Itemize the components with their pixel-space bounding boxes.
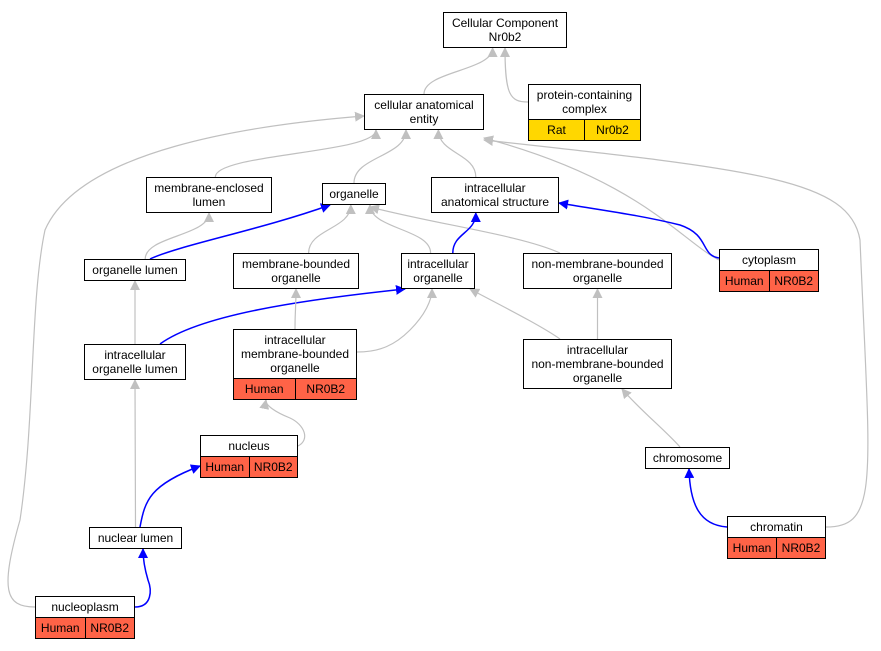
node-label: intracellular anatomical structure [440, 181, 550, 209]
gene-cell: NR0B2 [768, 271, 819, 291]
species-cell: Rat [547, 123, 566, 137]
node-label: nucleus [228, 439, 270, 453]
edge-ol-to-mel [144, 212, 214, 260]
edge-chrt-to-cae [483, 136, 869, 528]
edge-nl-to-nuc [139, 464, 201, 528]
node-nmbo[interactable]: non-membrane-bounded organelle [523, 253, 672, 289]
species-cell: Human [205, 460, 245, 474]
node-label: protein-containing complex [536, 88, 633, 116]
node-label: nuclear lumen [97, 531, 174, 545]
node-mbo[interactable]: membrane-bounded organelle [233, 253, 359, 289]
species-cell: Human [732, 541, 772, 555]
node-mel[interactable]: membrane-enclosed lumen [146, 177, 272, 213]
node-label: cellular anatomical entity [374, 98, 474, 126]
edge-ol-to-org [149, 203, 331, 260]
node-ol[interactable]: organelle lumen [84, 259, 186, 281]
edge-nl-to-iol [130, 379, 141, 528]
node-nl[interactable]: nuclear lumen [89, 527, 182, 549]
annotation-row: Human NR0B2 [728, 537, 825, 558]
node-label: nucleoplasm [51, 600, 119, 614]
node-inmbo[interactable]: intracellular non-membrane-bounded organ… [523, 339, 672, 389]
node-label: intracellular membrane-bounded organelle [240, 333, 350, 375]
edge-inmbo-to-io [469, 288, 561, 340]
edge-nmbo-to-org [369, 204, 561, 254]
node-label: chromatin [750, 520, 803, 534]
node-label: membrane-bounded organelle [241, 257, 351, 285]
annotation-row: Human NR0B2 [720, 270, 818, 291]
edge-cyto-to-cae [483, 135, 720, 261]
node-org[interactable]: organelle [322, 183, 386, 205]
edge-io-to-org [365, 204, 432, 254]
species-cell: Human [724, 274, 764, 288]
annotation-row: Human NR0B2 [234, 378, 356, 399]
edge-org-to-cae [353, 129, 411, 184]
edge-np-to-cae [7, 111, 365, 608]
node-cae[interactable]: cellular anatomical entity [364, 94, 484, 130]
gene-cell: NR0B2 [776, 538, 825, 558]
node-io[interactable]: intracellular organelle [401, 253, 475, 289]
edge-chrt-to-chrs [684, 468, 728, 528]
species-cell: Human [244, 382, 284, 396]
node-label: intracellular organelle [407, 257, 469, 285]
node-label: intracellular organelle lumen [92, 348, 178, 376]
edge-np-to-nl [134, 548, 151, 608]
gene-cell: NR0B2 [248, 457, 298, 477]
edge-imbo-to-mbo [290, 288, 301, 330]
node-label: non-membrane-bounded organelle [531, 257, 664, 285]
edge-mel-to-cae [214, 129, 381, 178]
gene-cell: Nr0b2 [584, 120, 640, 140]
edge-cyto-to-ias [558, 199, 720, 259]
edge-chrs-to-inmbo [621, 388, 681, 448]
edge-mbo-to-org [308, 204, 356, 254]
annotation-row: Rat Nr0b2 [529, 119, 640, 140]
edge-imbo-to-io [356, 288, 437, 353]
gene-cell: NR0B2 [84, 618, 135, 638]
gene-cell: NR0B2 [294, 379, 357, 399]
annotation-row: Human NR0B2 [36, 617, 134, 638]
edge-pcc-to-cc [500, 47, 529, 103]
edge-io-to-ias [452, 212, 481, 254]
edge-ias-to-cae [433, 129, 477, 178]
node-iol[interactable]: intracellular organelle lumen [84, 344, 186, 380]
edge-iol-to-io [159, 284, 406, 345]
node-label: membrane-enclosed lumen [154, 181, 264, 209]
node-label: chromosome [652, 451, 723, 465]
node-label: intracellular non-membrane-bounded organ… [531, 343, 664, 385]
node-label: cytoplasm [741, 253, 797, 267]
node-label: Cellular Component Nr0b2 [451, 16, 559, 44]
edge-cae-to-cc [423, 47, 498, 95]
node-chrs[interactable]: chromosome [645, 447, 730, 469]
node-ias[interactable]: intracellular anatomical structure [431, 177, 559, 213]
species-cell: Human [40, 621, 80, 635]
node-cc[interactable]: Cellular Component Nr0b2 [443, 12, 567, 48]
node-label: organelle [329, 187, 379, 201]
node-label: organelle lumen [92, 263, 178, 277]
edge-nuc-to-imbo [259, 399, 306, 447]
node-imbo[interactable]: intracellular membrane-bounded organelle… [233, 329, 357, 400]
